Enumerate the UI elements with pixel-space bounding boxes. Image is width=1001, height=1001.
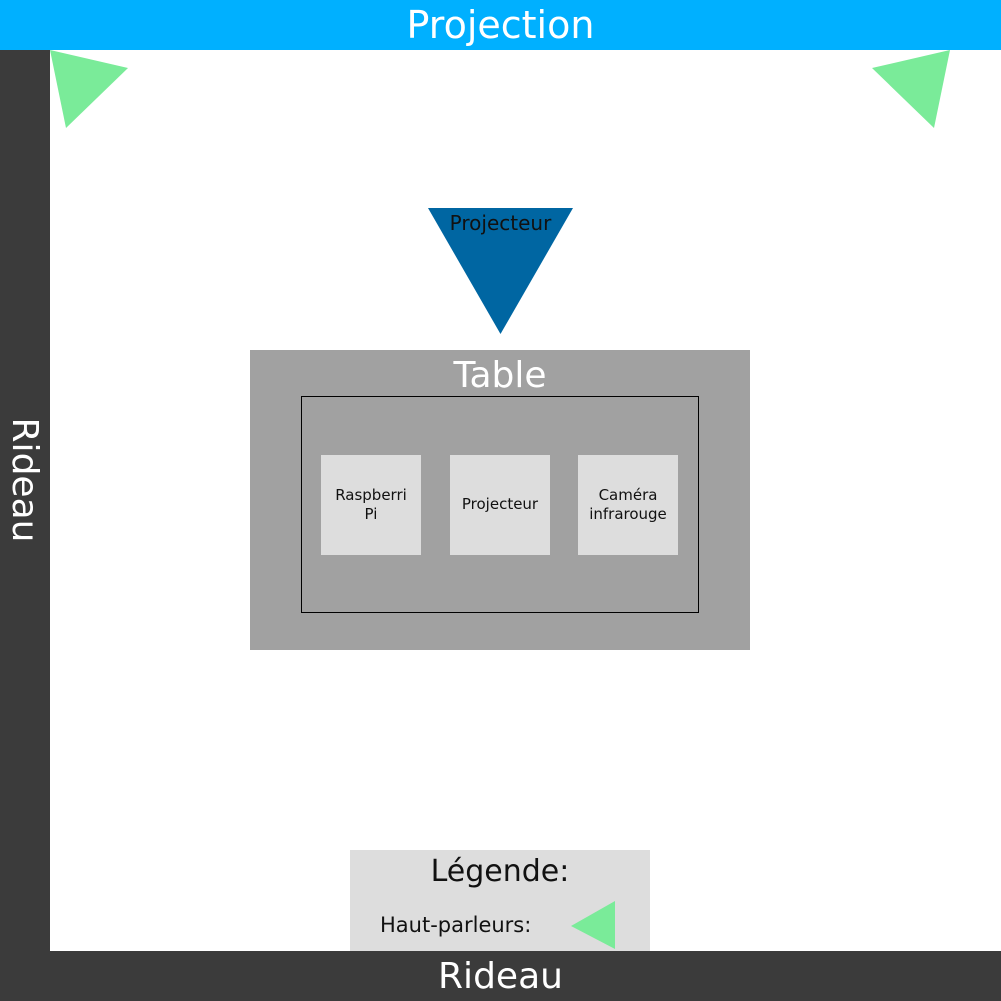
device-raspberry-pi: Raspberri Pi	[321, 455, 421, 555]
table-title: Table	[453, 354, 547, 396]
projection-label: Projection	[406, 3, 595, 47]
left-curtain-label: Rideau	[4, 417, 46, 543]
projector-label: Projecteur	[449, 211, 552, 235]
legend-speaker-icon	[571, 901, 615, 949]
speaker-top-left-icon	[50, 50, 128, 128]
bottom-curtain-label: Rideau	[438, 955, 563, 997]
legend-speakers-label: Haut-parleurs:	[380, 913, 532, 937]
device-infrared-camera: Caméra infrarouge	[578, 455, 678, 555]
projection-wall: Projection	[0, 0, 1001, 50]
device-projector: Projecteur	[450, 455, 550, 555]
table-equipment-area	[301, 396, 699, 613]
left-curtain	[0, 50, 50, 951]
speaker-top-right-icon	[872, 50, 950, 128]
bottom-curtain: Rideau	[0, 951, 1001, 1001]
projector-icon	[428, 208, 573, 334]
legend-title: Légende:	[430, 853, 570, 889]
